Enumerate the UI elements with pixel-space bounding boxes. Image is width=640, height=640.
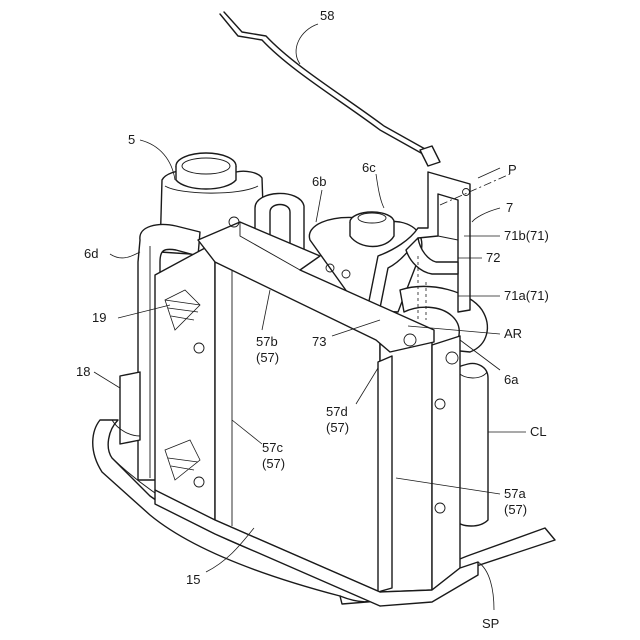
label-18: 18 (76, 364, 90, 379)
label-73: 73 (312, 334, 326, 349)
label-71b: 71b(71) (504, 228, 549, 243)
label-6d: 6d (84, 246, 98, 261)
label-ar: AR (504, 326, 522, 341)
label-cl: CL (530, 424, 547, 439)
label-6c: 6c (362, 160, 376, 175)
label-71a: 71a(71) (504, 288, 549, 303)
radiator-frame-57c (155, 248, 215, 520)
label-p: P (508, 162, 517, 177)
radiator-frame-57a (378, 330, 460, 592)
label-57d: 57d (326, 404, 348, 419)
label-57a-sub: (57) (504, 502, 527, 517)
label-19: 19 (92, 310, 106, 325)
label-sp: SP (482, 616, 499, 631)
rod-58 (220, 12, 440, 166)
label-7: 7 (506, 200, 513, 215)
label-15: 15 (186, 572, 200, 587)
label-6a: 6a (504, 372, 519, 387)
label-57c-sub: (57) (262, 456, 285, 471)
label-58: 58 (320, 8, 334, 23)
label-57b: 57b (256, 334, 278, 349)
label-6b: 6b (312, 174, 326, 189)
label-57c: 57c (262, 440, 283, 455)
label-5: 5 (128, 132, 135, 147)
label-57d-sub: (57) (326, 420, 349, 435)
panel-18 (112, 372, 140, 444)
label-57a: 57a (504, 486, 526, 501)
label-57b-sub: (57) (256, 350, 279, 365)
label-72: 72 (486, 250, 500, 265)
